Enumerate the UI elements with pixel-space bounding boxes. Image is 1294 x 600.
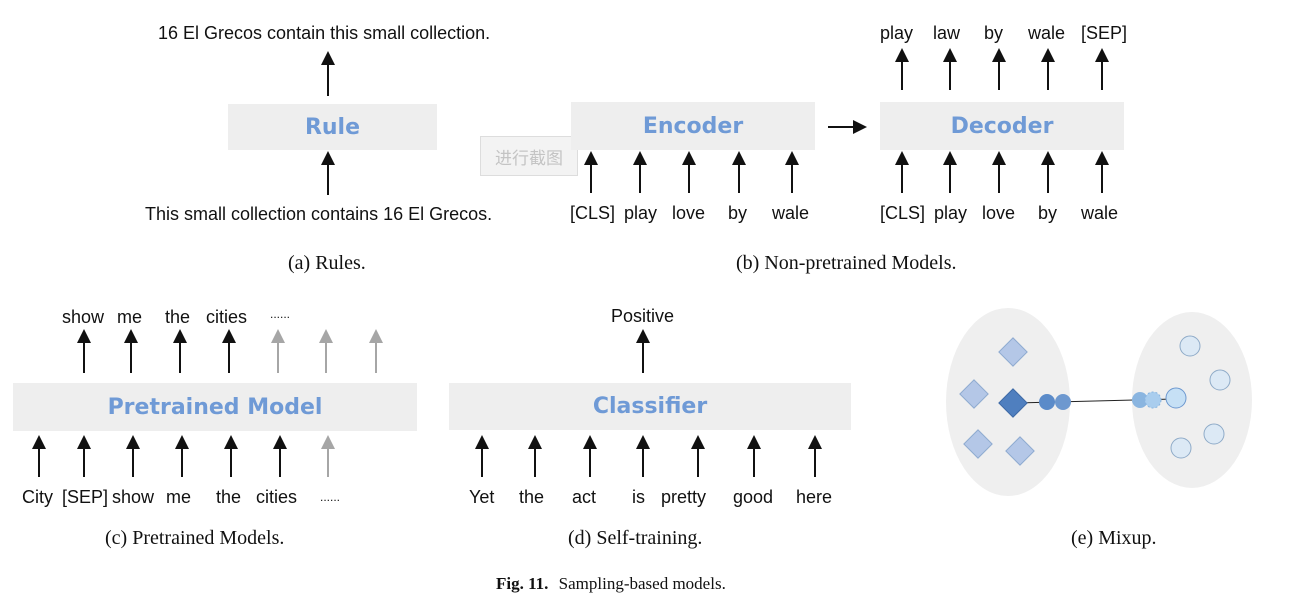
decoder-input-token: love xyxy=(982,203,1016,223)
circle-shape xyxy=(1203,423,1225,445)
mixed-sample-blob xyxy=(1144,391,1162,409)
rule-box: Rule xyxy=(228,104,437,150)
diamond-shape xyxy=(963,429,993,459)
classifier-input-token: act xyxy=(572,487,597,507)
pretrained-input-token: the xyxy=(216,487,242,507)
decoder-output-token: [SEP] xyxy=(1081,23,1128,43)
pretrained-output-token: the xyxy=(165,307,191,327)
pretrained-input-token: City xyxy=(22,487,53,507)
classifier-input-token: is xyxy=(632,487,645,507)
figure-caption-label: Fig. 11. xyxy=(496,574,549,593)
mixed-sample-blob xyxy=(1132,392,1148,408)
selected-diamond xyxy=(998,388,1028,418)
circle-shape xyxy=(1179,335,1201,357)
encoder-input-token: love xyxy=(672,203,706,223)
screenshot-stamp: 进行截图 xyxy=(480,136,578,176)
circle-shape xyxy=(1170,437,1192,459)
figure-caption: Fig. 11. Sampling-based models. xyxy=(496,574,726,594)
decoder-input-token: play xyxy=(934,203,968,223)
classifier-box-label: Classifier xyxy=(592,394,708,419)
mixed-sample-blob xyxy=(1039,394,1055,410)
right-cluster-ellipse xyxy=(1132,312,1252,488)
pretrained-output-token: ...... xyxy=(270,307,291,321)
caption-c: (c) Pretrained Models. xyxy=(105,527,285,549)
pretrained-output-token: me xyxy=(117,307,143,327)
caption-a: (a) Rules. xyxy=(288,252,366,274)
classifier-input-token: the xyxy=(519,487,545,507)
classifier-input-token: pretty xyxy=(661,487,707,507)
arrow-group xyxy=(32,48,1109,477)
pretrained-input-token: [SEP] xyxy=(62,487,109,507)
classifier-input-token: Yet xyxy=(469,487,495,507)
pretrained-input-token: me xyxy=(166,487,192,507)
decoder-output-token: play xyxy=(880,23,914,43)
decoder-box-label: Decoder xyxy=(950,113,1054,139)
encoder-box-label: Encoder xyxy=(642,113,744,139)
caption-b: (b) Non-pretrained Models. xyxy=(736,252,957,274)
encoder-box: Encoder xyxy=(571,102,815,150)
rule-input-sentence: This small collection contains 16 El Gre… xyxy=(145,204,493,224)
caption-d: (d) Self-training. xyxy=(568,527,703,549)
classifier-box: Classifier xyxy=(449,383,851,430)
diamond-shape xyxy=(959,379,989,409)
pretrained-model-box: Pretrained Model xyxy=(13,383,417,431)
encoder-input-token: [CLS] xyxy=(570,203,616,223)
decoder-input-token: by xyxy=(1038,203,1058,223)
diamond-shape xyxy=(1005,436,1035,466)
rule-output-sentence: 16 El Grecos contain this small collecti… xyxy=(158,23,491,43)
encoder-input-token: by xyxy=(728,203,748,223)
pretrained-input-token: show xyxy=(112,487,155,507)
pretrained-input-token: ...... xyxy=(320,490,341,504)
pretrained-output-token: show xyxy=(62,307,105,327)
pretrained-model-box-label: Pretrained Model xyxy=(107,394,323,420)
decoder-output-token: wale xyxy=(1028,23,1066,43)
selected-circle xyxy=(1165,387,1187,409)
pretrained-output-token: cities xyxy=(206,307,248,327)
figure-caption-text: Sampling-based models. xyxy=(558,574,726,593)
caption-e: (e) Mixup. xyxy=(1071,527,1157,549)
classifier-input-token: good xyxy=(733,487,774,507)
classifier-output-label: Positive xyxy=(611,306,675,326)
decoder-box: Decoder xyxy=(880,102,1124,150)
circle-shape xyxy=(1209,369,1231,391)
decoder-output-token: law xyxy=(933,23,961,43)
decoder-input-token: wale xyxy=(1081,203,1119,223)
rule-box-label: Rule xyxy=(304,114,361,140)
pretrained-input-token: cities xyxy=(256,487,298,507)
decoder-output-token: by xyxy=(984,23,1004,43)
diamond-shape xyxy=(998,337,1028,367)
mixed-sample-blob xyxy=(1055,394,1071,410)
encoder-input-token: play xyxy=(624,203,658,223)
decoder-input-token: [CLS] xyxy=(880,203,926,223)
classifier-input-token: here xyxy=(796,487,833,507)
encoder-input-token: wale xyxy=(772,203,810,223)
mixup-diagram xyxy=(946,308,1252,496)
